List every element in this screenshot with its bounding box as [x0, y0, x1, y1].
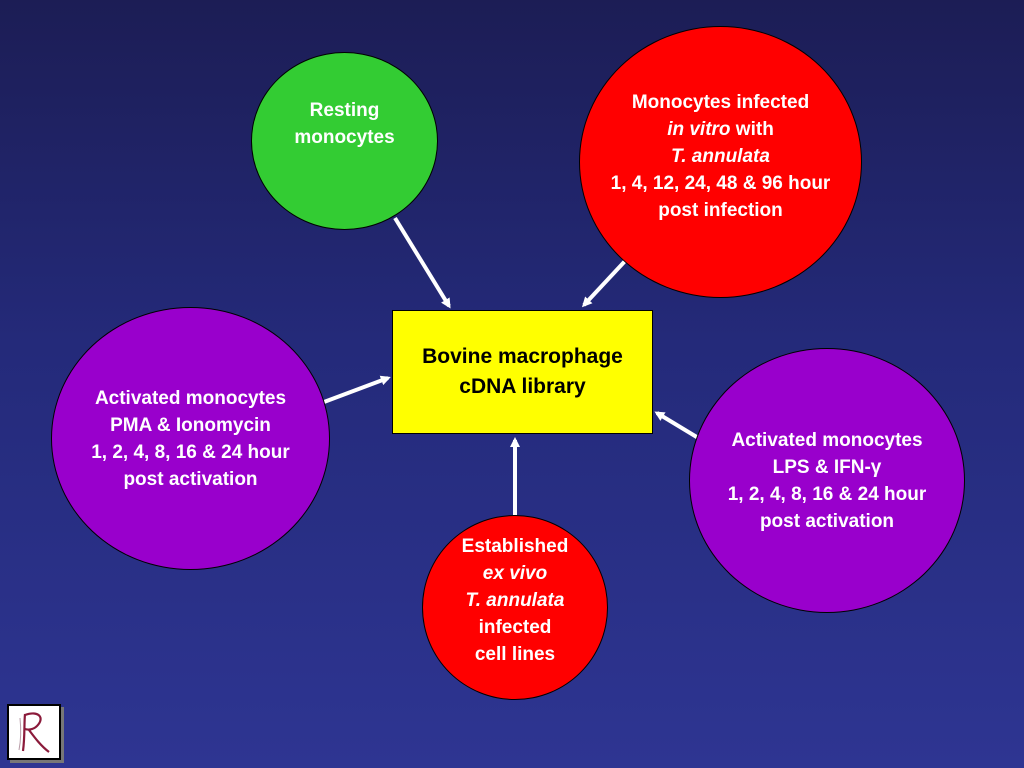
node-lps-line1: Activated monocytes: [731, 429, 923, 451]
center-line1: Bovine macrophage: [422, 345, 623, 368]
node-exvivo-line2: ex vivo: [482, 563, 548, 584]
node-invitro-line3: T. annulata: [671, 145, 770, 167]
center-line2: cDNA library: [459, 375, 586, 398]
node-lps-line2: LPS & IFN-γ: [772, 456, 882, 478]
node-resting-monocytes: Resting monocytes: [251, 52, 438, 230]
node-invitro-line2-italic: in vitro: [667, 118, 731, 140]
r-monogram-icon: [18, 712, 50, 753]
node-invitro-line1: Monocytes infected: [631, 91, 810, 113]
arrow-resting-to-library: [393, 216, 451, 309]
node-activated-pma: Activated monocytes PMA & Ionomycin 1, 2…: [51, 307, 330, 570]
node-exvivo-cell-lines: Established ex vivo T. annulata infected…: [422, 515, 608, 700]
node-lps-line3: 1, 2, 4, 8, 16 & 24 hour: [727, 483, 927, 505]
center-cdna-library-box: Bovine macrophage cDNA library: [392, 310, 653, 434]
node-exvivo-line1: Established: [461, 536, 569, 557]
node-pma-line4: post activation: [123, 468, 258, 490]
node-pma-line3: 1, 2, 4, 8, 16 & 24 hour: [91, 441, 290, 463]
arrow-pma-to-library: [323, 375, 391, 404]
node-invitro-line2-rest: with: [730, 118, 774, 140]
node-invitro-line5: post infection: [658, 199, 783, 221]
node-activated-lps: Activated monocytes LPS & IFN-γ 1, 2, 4,…: [689, 348, 965, 613]
node-lps-line4: post activation: [759, 510, 895, 532]
node-invitro-infected: Monocytes infected in vitro with T. annu…: [579, 26, 862, 298]
node-pma-line2: PMA & Ionomycin: [110, 414, 271, 436]
node-exvivo-line3: T. annulata: [465, 590, 565, 611]
node-invitro-line4: 1, 4, 12, 24, 48 & 96 hour: [610, 172, 831, 194]
node-resting-line2: monocytes: [294, 127, 395, 148]
node-exvivo-line4: infected: [478, 617, 552, 638]
node-invitro-line2: in vitro with: [667, 116, 774, 143]
node-exvivo-line5: cell lines: [474, 644, 556, 665]
logo: [7, 704, 61, 760]
node-resting-line1: Resting: [309, 100, 380, 121]
node-pma-line1: Activated monocytes: [94, 387, 287, 409]
arrow-lps-to-library: [654, 411, 702, 441]
arrow-invitro-to-library: [581, 258, 628, 308]
